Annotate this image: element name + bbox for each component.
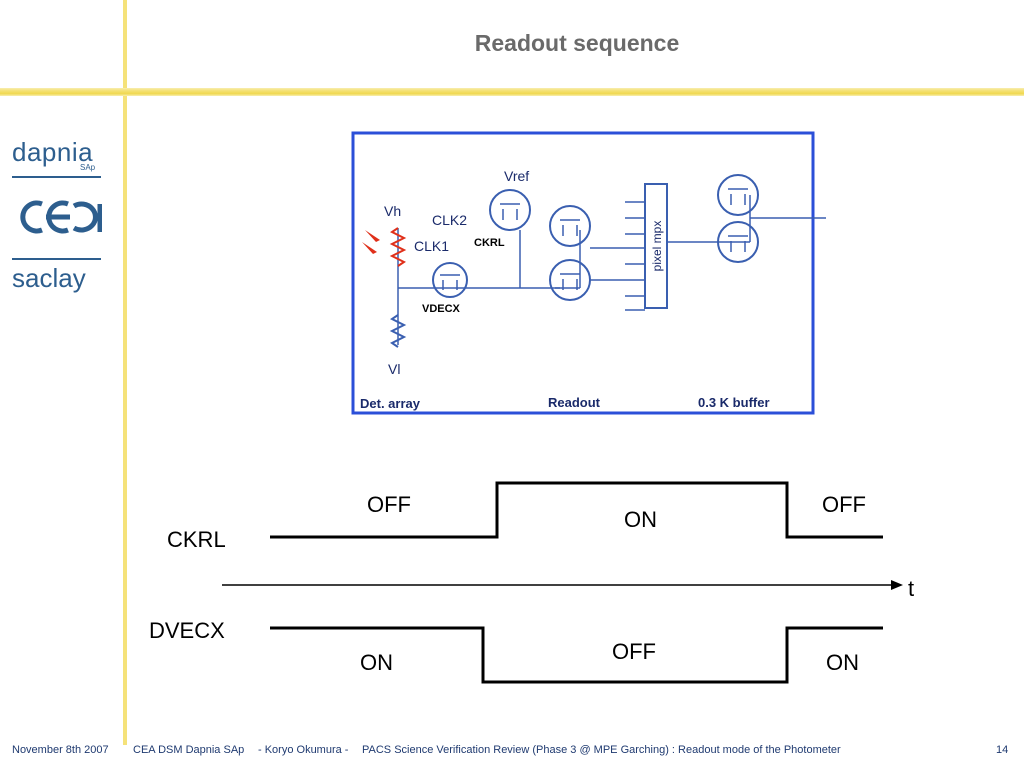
footer-date: November 8th 2007 bbox=[12, 744, 109, 756]
pixel-mux-block bbox=[644, 183, 668, 309]
circuit-frame bbox=[351, 131, 815, 415]
sap-logo-text: SAp bbox=[80, 163, 96, 172]
dvecx-waveform bbox=[270, 626, 883, 684]
section-buffer: 0.3 K buffer bbox=[698, 395, 770, 410]
ckrl-state-3: OFF bbox=[822, 492, 866, 517]
light-arrows bbox=[362, 230, 380, 254]
load-resistor bbox=[389, 314, 407, 348]
footer-event: PACS Science Verification Review (Phase … bbox=[362, 744, 841, 756]
saclay-logo: saclay bbox=[12, 263, 86, 293]
slide-title: Readout sequence bbox=[474, 30, 680, 56]
detector-resistor bbox=[389, 227, 407, 267]
time-axis-arrowhead bbox=[891, 580, 903, 590]
timing-diagram bbox=[222, 481, 903, 684]
section-det-array: Det. array bbox=[360, 396, 421, 411]
section-readout: Readout bbox=[548, 395, 601, 410]
circuit-wires bbox=[397, 195, 826, 345]
ckrl-state-2: ON bbox=[624, 507, 657, 532]
cea-logo bbox=[20, 200, 102, 234]
transistor-gates bbox=[440, 188, 748, 290]
readout-circuit-diagram: pixel mpx Vref Vh CLK2 CLK1 Vl CKRL VDEC… bbox=[351, 131, 826, 415]
clk2-label: CLK2 bbox=[432, 212, 467, 228]
vertical-accent-bar bbox=[123, 0, 127, 745]
ckrl-signal-label: CKRL bbox=[167, 527, 226, 552]
logo-divider bbox=[12, 258, 101, 260]
dvecx-state-3: ON bbox=[826, 650, 859, 675]
vdecx-node-label: VDECX bbox=[422, 303, 461, 315]
ckrl-waveform bbox=[270, 481, 883, 539]
logo-divider bbox=[12, 176, 101, 178]
footer-org: CEA DSM Dapnia SAp bbox=[133, 744, 245, 756]
transistors bbox=[432, 174, 759, 301]
dvecx-state-2: OFF bbox=[612, 639, 656, 664]
dvecx-signal-label: DVECX bbox=[149, 618, 225, 643]
dvecx-state-1: ON bbox=[360, 650, 393, 675]
footer-author: - Koryo Okumura - bbox=[258, 744, 349, 756]
time-axis-label: t bbox=[908, 576, 915, 601]
clk1-label: CLK1 bbox=[414, 238, 449, 254]
horizontal-accent-bar bbox=[0, 88, 1024, 96]
vl-label: Vl bbox=[388, 361, 400, 377]
dapnia-logo: dapnia bbox=[12, 137, 94, 167]
ckrl-node-label: CKRL bbox=[474, 237, 505, 249]
ckrl-state-1: OFF bbox=[367, 492, 411, 517]
mux-label: pixel mpx bbox=[650, 221, 664, 272]
vh-label: Vh bbox=[384, 203, 401, 219]
vref-label: Vref bbox=[504, 168, 529, 184]
page-number: 14 bbox=[996, 744, 1009, 756]
